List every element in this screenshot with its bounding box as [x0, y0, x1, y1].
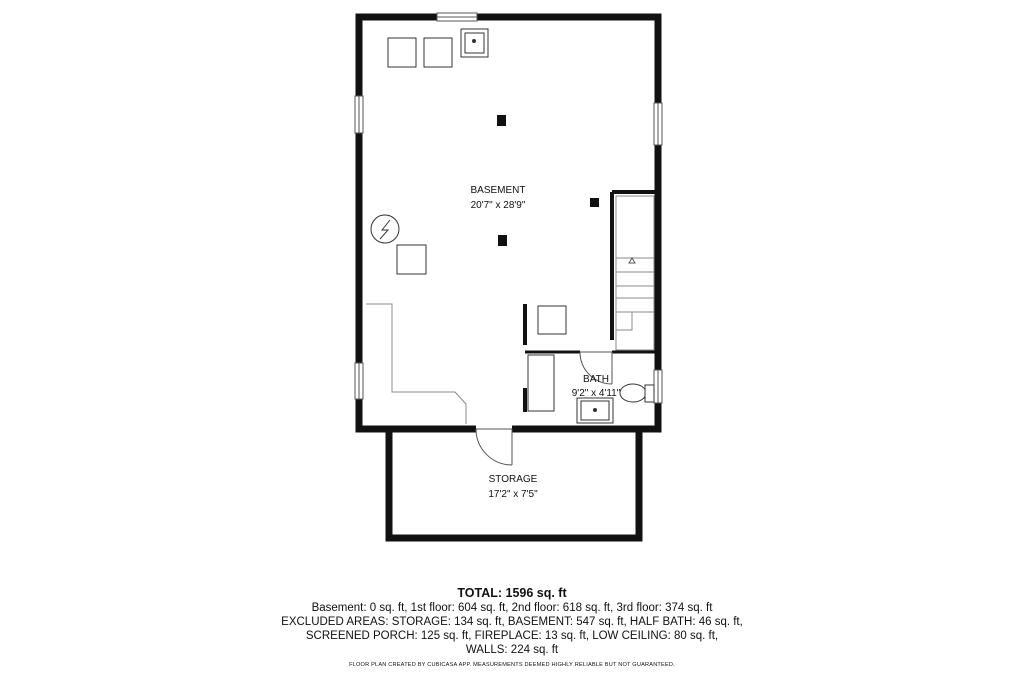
total-area: TOTAL: 1596 sq. ft: [457, 586, 567, 600]
room-name-storage: STORAGE: [489, 474, 538, 485]
exterior-walls: [355, 13, 662, 433]
room-dim-basement: 20'7" x 28'9": [471, 200, 526, 211]
summary-line-walls: WALLS: 224 sq. ft: [465, 644, 559, 656]
stairs: [615, 195, 655, 351]
support-posts: [497, 115, 599, 246]
summary-line-floors: Basement: 0 sq. ft, 1st floor: 604 sq. f…: [311, 602, 713, 614]
bath-door: [579, 350, 613, 385]
water-heater: [370, 214, 400, 244]
bath-fixtures: [527, 354, 655, 424]
summary-line-excluded: EXCLUDED AREAS: STORAGE: 134 sq. ft, BAS…: [281, 616, 743, 628]
summary-line-porch: SCREENED PORCH: 125 sq. ft, FIREPLACE: 1…: [305, 630, 719, 642]
basement-fixtures: [370, 28, 567, 335]
storage-walls: [385, 425, 643, 542]
storage-box: [537, 305, 567, 335]
low-ceiling-outline: [366, 303, 467, 424]
toilet: [619, 383, 647, 403]
room-name-basement: BASEMENT: [470, 185, 525, 196]
room-dim-storage: 17'2" x 7'5": [488, 489, 538, 500]
disclaimer: FLOOR PLAN CREATED BY CUBICASA APP. MEAS…: [349, 662, 675, 668]
dryer: [423, 37, 453, 68]
storage-door: [475, 425, 513, 466]
windows: [354, 12, 663, 404]
mechanical-unit: [396, 244, 427, 275]
room-name-bath: BATH: [583, 374, 609, 385]
room-dim-bath: 9'2" x 4'11": [572, 388, 621, 399]
bath-vanity: [527, 354, 555, 412]
washer: [387, 37, 417, 68]
